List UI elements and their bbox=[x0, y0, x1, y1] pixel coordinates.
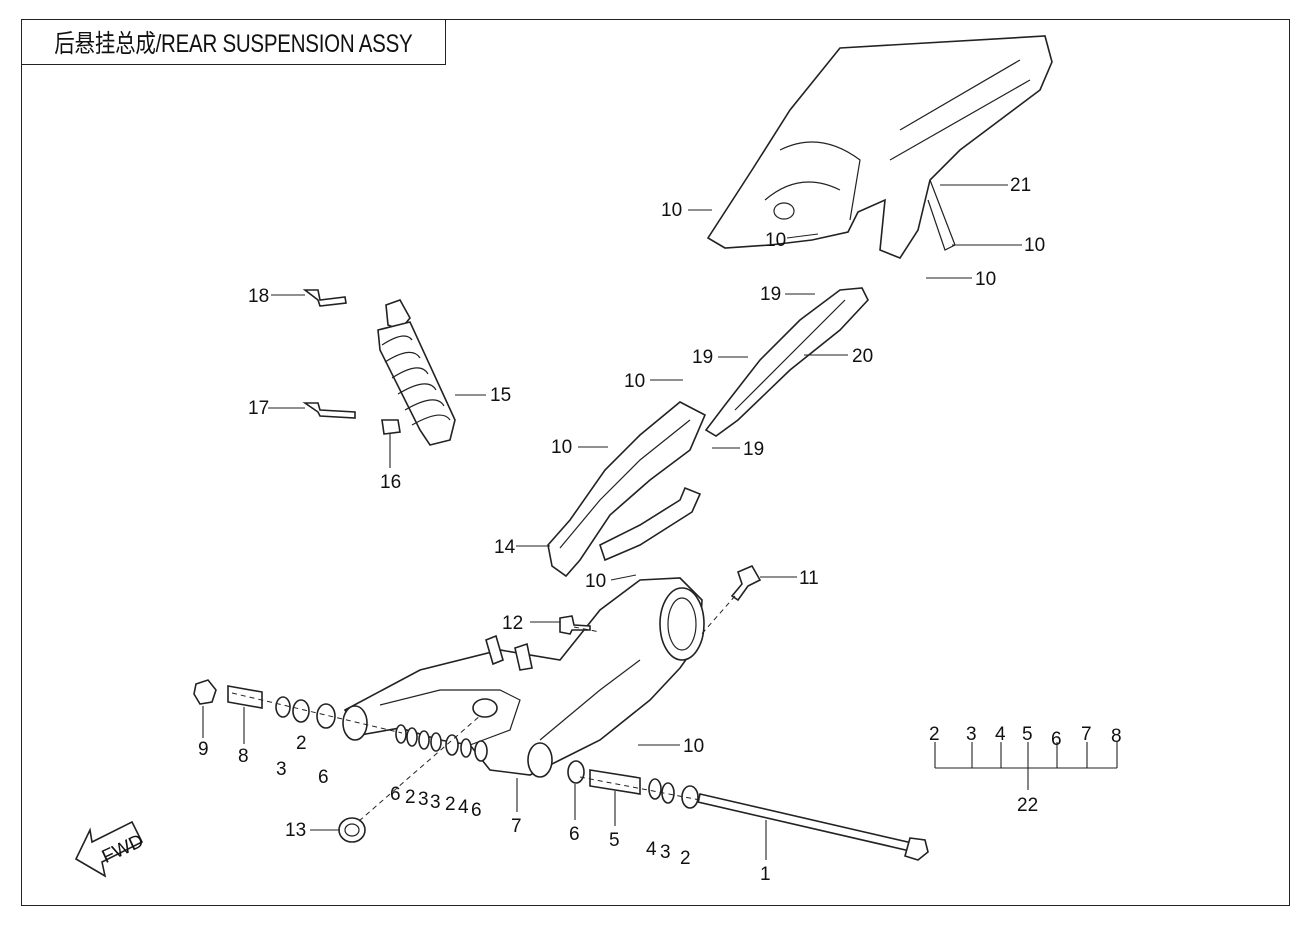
swingarm-part bbox=[342, 577, 705, 778]
pivot-shaft-part bbox=[697, 793, 929, 861]
callout-10: 10 bbox=[551, 437, 572, 458]
callout-11: 11 bbox=[799, 568, 819, 589]
callout-17: 17 bbox=[248, 398, 269, 419]
callout-16: 16 bbox=[380, 472, 401, 493]
leader-lines bbox=[202, 184, 1118, 860]
kit-item: 2 bbox=[929, 724, 940, 745]
callout-15: 15 bbox=[490, 385, 511, 406]
callout-10: 10 bbox=[585, 571, 606, 592]
callout-3: 3 bbox=[660, 842, 671, 863]
callout-2: 2 bbox=[405, 787, 416, 808]
callout-19: 19 bbox=[692, 347, 713, 368]
callout-19: 19 bbox=[743, 439, 764, 460]
kit-item: 4 bbox=[995, 724, 1006, 745]
bolts bbox=[302, 289, 762, 635]
callout-6: 6 bbox=[569, 824, 580, 845]
kit-item: 7 bbox=[1081, 724, 1092, 745]
kit-item: 5 bbox=[1022, 724, 1033, 745]
rear-fender-part bbox=[706, 35, 1053, 259]
callout-20: 20 bbox=[852, 346, 873, 367]
callout-18: 18 bbox=[248, 286, 269, 307]
callout-10: 10 bbox=[683, 736, 704, 757]
chain-slider-part bbox=[704, 287, 869, 437]
callout-6: 6 bbox=[318, 767, 329, 788]
title-block: 后悬挂总成/REAR SUSPENSION ASSY bbox=[21, 19, 446, 65]
callout-2: 2 bbox=[296, 733, 307, 754]
callout-1: 1 bbox=[760, 864, 771, 885]
callout-10: 10 bbox=[765, 230, 786, 251]
assembly-lines bbox=[231, 595, 736, 822]
callout-4: 4 bbox=[646, 839, 657, 860]
callout-3: 3 bbox=[418, 789, 429, 810]
callout-12: 12 bbox=[502, 613, 523, 634]
callout-13: 13 bbox=[285, 820, 306, 841]
drawing-frame bbox=[21, 19, 1290, 906]
callout-10: 10 bbox=[661, 200, 682, 221]
callout-21: 21 bbox=[1010, 175, 1031, 196]
callout-14: 14 bbox=[494, 537, 516, 558]
callout-6: 6 bbox=[471, 800, 482, 821]
forward-arrow-icon: FWD bbox=[74, 820, 147, 878]
kit-callouts: 2 3 4 5 6 7 8 22 bbox=[929, 724, 1122, 816]
chain-guard-part bbox=[547, 401, 707, 578]
left-side-parts bbox=[193, 679, 488, 843]
kit-assembly-label: 22 bbox=[1017, 795, 1038, 816]
callout-7: 7 bbox=[511, 816, 522, 837]
callout-4: 4 bbox=[458, 797, 469, 818]
callout-3: 3 bbox=[276, 759, 287, 780]
callout-5: 5 bbox=[609, 830, 620, 851]
kit-item: 8 bbox=[1111, 726, 1122, 747]
callout-19: 19 bbox=[760, 284, 781, 305]
kit-item: 3 bbox=[966, 724, 977, 745]
callout-3: 3 bbox=[430, 792, 441, 813]
callout-10: 10 bbox=[624, 371, 645, 392]
callout-9: 9 bbox=[198, 739, 209, 760]
callout-6: 6 bbox=[390, 784, 401, 805]
callout-2: 2 bbox=[445, 794, 456, 815]
kit-item: 6 bbox=[1051, 729, 1062, 750]
shock-absorber-part bbox=[377, 299, 456, 446]
callout-2: 2 bbox=[680, 848, 691, 869]
page-title: 后悬挂总成/REAR SUSPENSION ASSY bbox=[53, 29, 413, 58]
callout-10: 10 bbox=[1024, 235, 1045, 256]
callout-8: 8 bbox=[238, 746, 249, 767]
right-side-parts bbox=[567, 760, 699, 809]
callout-10: 10 bbox=[975, 269, 996, 290]
callout-labels: 10 10 10 10 21 18 17 15 16 19 19 19 20 1… bbox=[198, 175, 1045, 885]
